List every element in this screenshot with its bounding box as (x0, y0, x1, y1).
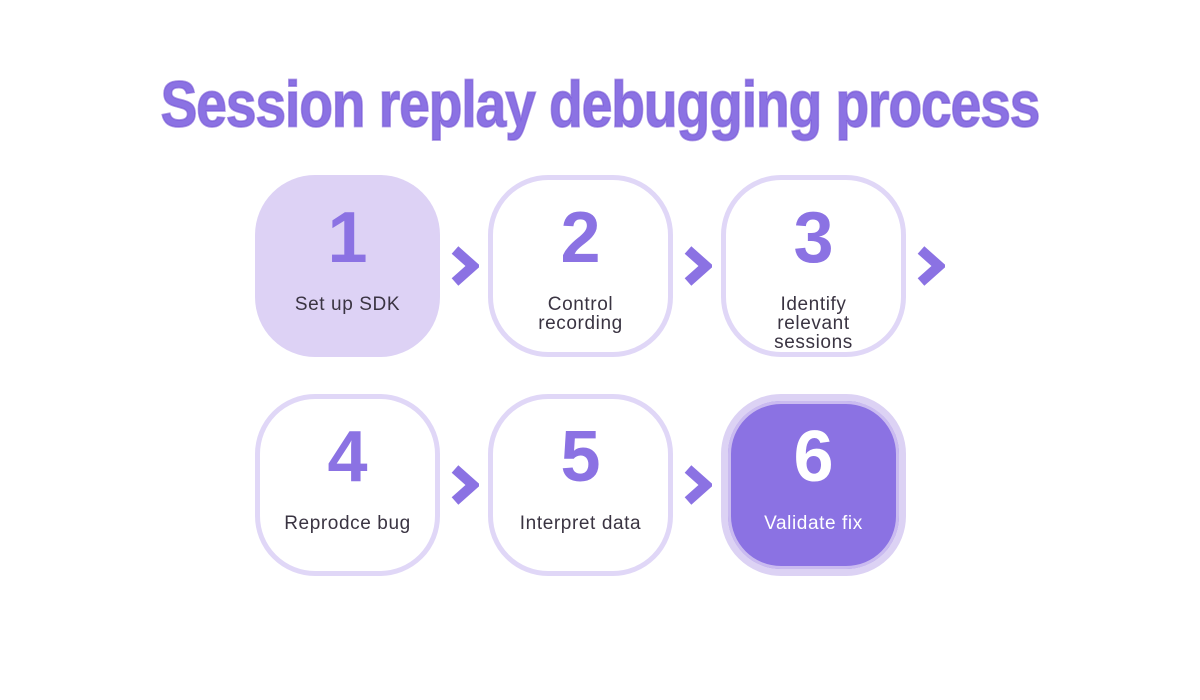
chevron-right-icon (682, 244, 712, 288)
step-number: 3 (793, 198, 834, 278)
process-row-1: 1 Set up SDK 2 Control recording 3 Ident… (255, 175, 954, 357)
step-label: Control recording (538, 294, 623, 334)
step-number: 6 (793, 417, 834, 497)
step-number: 4 (327, 417, 368, 497)
step-card-3: 3 Identify relevant sessions (721, 175, 906, 357)
step-number: 2 (560, 198, 601, 278)
step-label: Validate fix (764, 513, 863, 534)
chevron-right-icon (449, 244, 479, 288)
process-row-2: 4 Reprodce bug 5 Interpret data 6 Valida… (255, 394, 954, 576)
chevron-right-icon (915, 244, 945, 288)
step-number: 1 (327, 198, 368, 278)
chevron-right-icon (449, 463, 479, 507)
step-label: Set up SDK (294, 294, 401, 315)
step-card-1: 1 Set up SDK (255, 175, 440, 357)
step-card-5: 5 Interpret data (488, 394, 673, 576)
step-label: Identify relevant sessions (774, 294, 853, 353)
step-number: 5 (560, 417, 601, 497)
step-label: Reprodce bug (284, 513, 411, 534)
step-label: Interpret data (519, 513, 642, 534)
step-card-2: 2 Control recording (488, 175, 673, 357)
step-card-6: 6 Validate fix (721, 394, 906, 576)
process-diagram: 1 Set up SDK 2 Control recording 3 Ident… (255, 175, 954, 576)
page-title: Session replay debugging process (160, 67, 1041, 142)
chevron-right-icon (682, 463, 712, 507)
step-card-4: 4 Reprodce bug (255, 394, 440, 576)
